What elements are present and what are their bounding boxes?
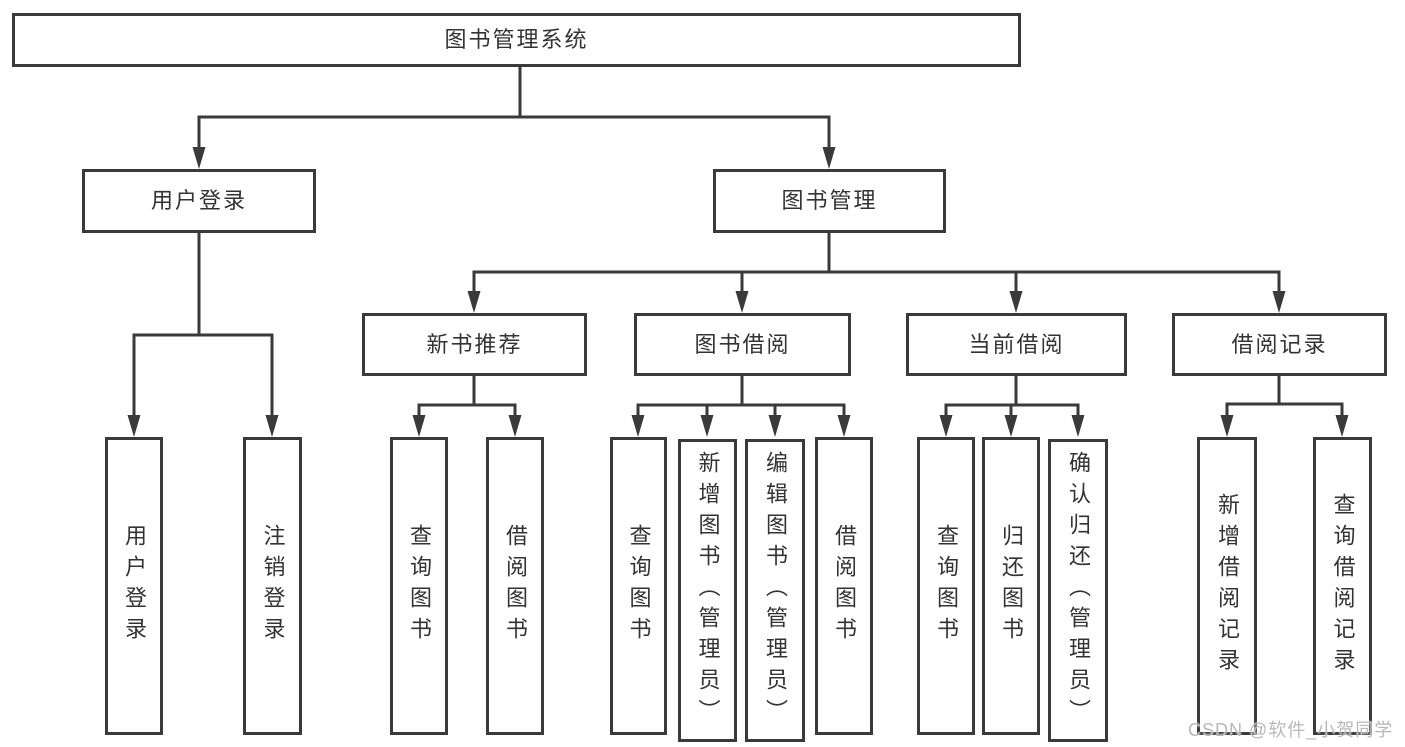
connector-root-to-level2 [192, 65, 836, 169]
connector-book-borrow-to-leaves [631, 374, 851, 437]
leaf-query-borrow-record: 查询借阅记录 [1313, 437, 1372, 735]
node-current-borrowing: 当前借阅 [906, 313, 1127, 376]
leaf-return-book-label: 归还图书 [999, 524, 1024, 648]
node-new-book-recommend: 新书推荐 [362, 313, 587, 376]
node-new-book-recommend-label: 新书推荐 [426, 331, 523, 357]
arrowhead [735, 291, 749, 313]
arrowhead [192, 147, 206, 169]
node-borrowing-records-label: 借阅记录 [1231, 331, 1328, 357]
leaf-logout: 注销登录 [243, 437, 302, 735]
arrowhead [837, 415, 851, 437]
node-book-borrowing-label: 图书借阅 [694, 331, 791, 357]
arrowhead [768, 415, 782, 437]
leaf-query-books-borrow-label: 查询图书 [626, 524, 652, 648]
leaf-confirm-return-admin-label: 确认归还（管理员） [1066, 451, 1091, 730]
leaf-add-borrow-record: 新增借阅记录 [1197, 437, 1257, 735]
node-borrowing-records: 借阅记录 [1172, 313, 1387, 376]
arrowhead [1220, 415, 1234, 437]
arrowhead [822, 147, 836, 169]
leaf-query-books-recommend-label: 查询图书 [407, 524, 432, 648]
leaf-return-book: 归还图书 [982, 437, 1040, 735]
arrowhead [1272, 291, 1286, 313]
arrowhead [631, 415, 645, 437]
leaf-user-login-label: 用户登录 [122, 524, 147, 648]
arrowhead [508, 415, 522, 437]
connector-current-borrow-to-leaves [939, 374, 1085, 437]
leaf-add-borrow-record-label: 新增借阅记录 [1215, 493, 1240, 679]
leaf-borrow-books-recommend-label: 借阅图书 [503, 524, 528, 648]
node-user-login: 用户登录 [82, 169, 316, 233]
arrowhead [412, 415, 426, 437]
connector-borrow-records-to-leaves [1220, 374, 1349, 437]
arrowhead [127, 415, 141, 437]
node-book-management-label: 图书管理 [781, 188, 878, 213]
leaf-borrow-books-borrow-label: 借阅图书 [832, 524, 857, 648]
leaf-query-books-borrow: 查询图书 [610, 437, 667, 735]
connector-new-books-to-leaves [412, 374, 522, 437]
csdn-watermark: CSDN @软件_小贺同学 [1188, 720, 1394, 740]
arrowhead [265, 415, 279, 437]
arrowhead [467, 291, 481, 313]
node-root-label: 图书管理系统 [444, 27, 589, 52]
node-user-login-label: 用户登录 [150, 188, 247, 213]
node-current-borrowing-label: 当前借阅 [968, 331, 1065, 357]
arrowhead [1071, 415, 1085, 437]
leaf-query-borrow-record-label: 查询借阅记录 [1330, 493, 1356, 679]
leaf-user-login: 用户登录 [105, 437, 163, 735]
leaf-edit-book-admin: 编辑图书（管理员） [745, 439, 805, 742]
leaf-logout-label: 注销登录 [260, 524, 286, 648]
leaf-add-book-admin: 新增图书（管理员） [678, 439, 737, 742]
node-root-library-system: 图书管理系统 [12, 13, 1021, 67]
leaf-edit-book-admin-label: 编辑图书（管理员） [763, 451, 788, 730]
leaf-add-book-admin-label: 新增图书（管理员） [695, 451, 721, 730]
node-book-borrowing: 图书借阅 [634, 313, 851, 376]
node-book-management: 图书管理 [713, 169, 946, 233]
arrowhead [939, 415, 953, 437]
arrowhead [700, 415, 714, 437]
arrowhead [1335, 415, 1349, 437]
arrowhead [1009, 291, 1023, 313]
leaf-borrow-books-recommend: 借阅图书 [486, 437, 544, 735]
arrowhead [1004, 415, 1018, 437]
leaf-borrow-books-borrow: 借阅图书 [815, 437, 873, 735]
leaf-query-books-recommend: 查询图书 [390, 437, 448, 735]
connector-book-mgmt-to-level3 [467, 231, 1286, 313]
leaf-query-books-current-label: 查询图书 [934, 524, 959, 648]
leaf-query-books-current: 查询图书 [917, 437, 975, 735]
connector-user-login-to-leaves [127, 231, 279, 437]
leaf-confirm-return-admin: 确认归还（管理员） [1048, 439, 1108, 742]
